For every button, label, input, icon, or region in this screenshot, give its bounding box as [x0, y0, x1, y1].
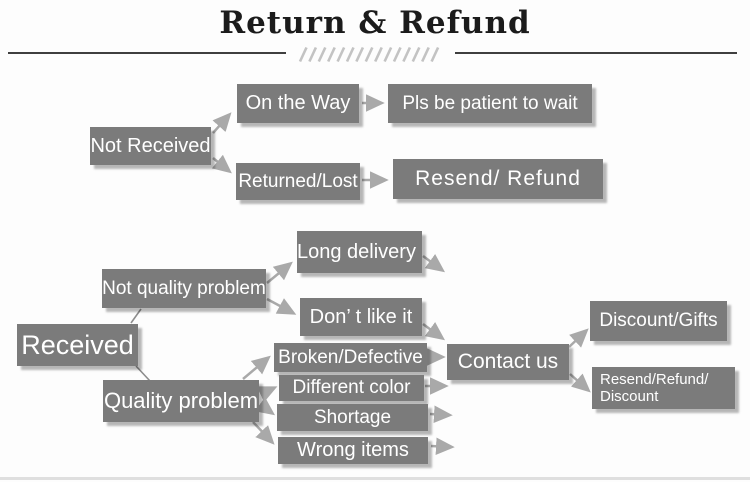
- node-wrong-items: Wrong items: [278, 437, 428, 464]
- image-bottom-edge: [0, 477, 750, 480]
- node-on-the-way: On the Way: [237, 84, 359, 123]
- line-received-to-quality: [135, 365, 151, 382]
- arrow-not-received-to-returned-lost: [211, 154, 232, 174]
- arrow-long-delivery-to-contact-us: [422, 254, 446, 273]
- node-resend-refund-discount: Resend/Refund/ Discount: [592, 367, 735, 409]
- arrow-contact-us-to-resend-refund-discount: [569, 373, 591, 393]
- page-title: Return & Refund: [219, 5, 531, 41]
- arrow-wrong-items-to-contact-us: [430, 437, 455, 455]
- arrow-quality-to-different-color: [256, 386, 278, 403]
- node-pls-be-patient: Pls be patient to wait: [388, 84, 592, 123]
- arrow-not-quality-to-long-delivery: [266, 261, 293, 284]
- arrow-quality-to-shortage: [254, 397, 276, 416]
- node-discount-gifts: Discount/Gifts: [590, 301, 727, 341]
- arrow-contact-us-to-discount-gifts: [568, 328, 589, 348]
- arrow-quality-to-broken-defective: [242, 355, 271, 380]
- node-received: Received: [17, 324, 138, 366]
- arrow-not-quality-to-dont-like-it: [266, 297, 297, 315]
- node-not-received: Not Received: [90, 127, 211, 165]
- node-long-delivery: Long delivery: [297, 231, 422, 273]
- node-broken-defective: Broken/Defective: [274, 343, 427, 372]
- node-not-quality-problem: Not quality problem: [102, 269, 266, 308]
- node-returned-lost: Returned/Lost: [236, 163, 360, 200]
- node-resend-refund: Resend/ Refund: [393, 159, 603, 199]
- node-contact-us: Contact us: [447, 344, 569, 380]
- line-received-to-not-quality: [130, 308, 142, 324]
- title-hatch: [298, 46, 440, 63]
- node-resend-refund-discount-line2: Discount: [600, 388, 659, 405]
- arrow-dont-like-it-to-contact-us: [422, 322, 446, 341]
- node-quality-problem: Quality problem: [103, 380, 259, 422]
- node-resend-refund-discount-line1: Resend/Refund/: [600, 370, 709, 388]
- node-dont-like-it: Don’ t like it: [300, 298, 422, 336]
- arrow-shortage-to-contact-us: [429, 405, 453, 423]
- node-shortage: Shortage: [277, 404, 428, 431]
- arrow-not-received-to-on-the-way: [212, 112, 232, 134]
- node-different-color: Different color: [279, 375, 424, 401]
- arrow-quality-to-wrong-items: [252, 421, 275, 445]
